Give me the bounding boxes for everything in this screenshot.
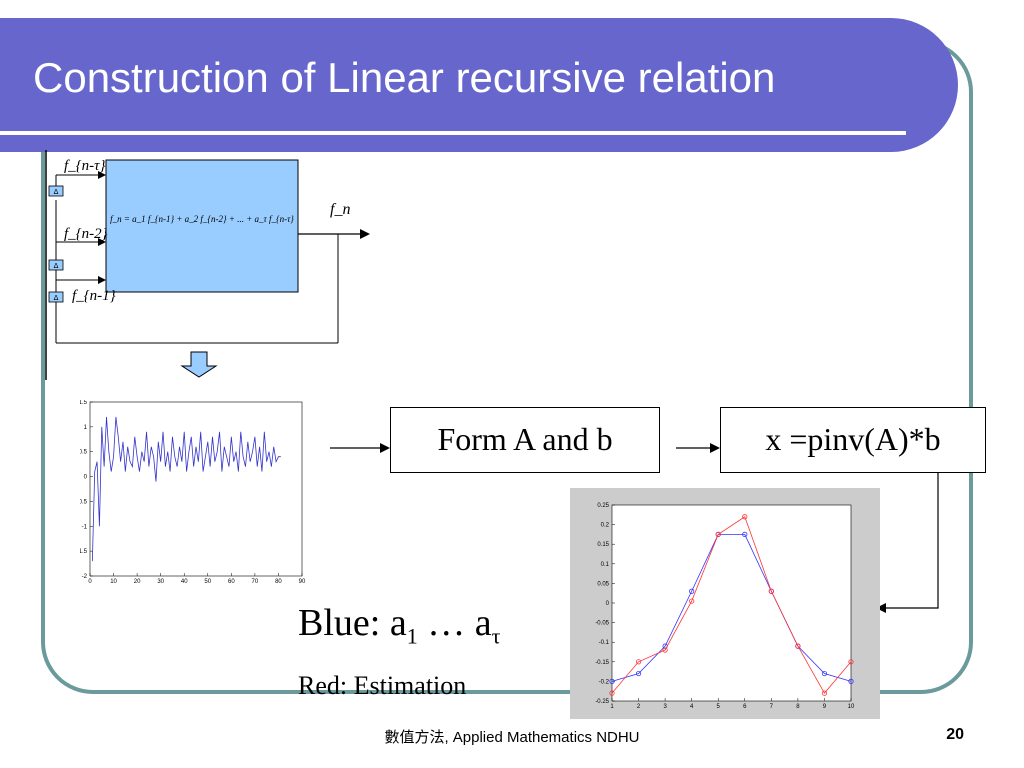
delay-label: Δ [54,294,59,302]
data-point [848,659,854,665]
legend-red: Red: Estimation [298,671,467,700]
x-tick-label: 90 [299,579,306,585]
input-arrowhead [98,276,106,284]
signal-chart: 0 10 20 30 40 50 60 70 80 90 -2 -1.5 -1 -0.5 0 0.5 1 1.5 [77,400,306,585]
slide-title: Construction of Linear recursive relatio… [33,54,776,101]
delay-label: Δ [54,262,59,270]
output-arrowhead [360,229,370,239]
input-label-n-2: f_{n-2} [64,226,108,242]
data-point [742,514,748,520]
plot-area [89,401,303,577]
delay-box [48,259,64,271]
y-tick-label: 1.5 [80,400,88,406]
title-bar [0,18,958,152]
data-point [635,670,642,677]
flow-arrowhead-2 [710,443,720,453]
y-tick-label: -0.2 [599,679,610,685]
data-point [689,598,695,604]
series-line-0 [611,534,852,682]
x-tick-label: 4 [690,704,694,710]
x-tick-label: 5 [717,704,721,710]
y-tick-label: -1 [82,524,88,530]
footer: 數值方法, Applied Mathematics NDHU [384,729,640,746]
x-tick-label: 80 [275,579,282,585]
form-a-b-box: Form A and b [390,407,660,473]
legend-blue-sub2: τ [491,623,501,649]
flow-arrowhead-1 [380,443,390,453]
x-tick-label: 10 [848,704,855,710]
series-line-1 [611,516,852,694]
data-point [795,643,801,649]
flow-arrow-3 [882,473,939,609]
estimation-chart-panel: 1 2 3 4 5 6 7 8 9 10 -0.25 -0.2 -0.15 -0.1 -0.05 0 0.05 0… [570,488,880,719]
y-tick-label: 1 [84,425,88,431]
y-tick-label: 0.25 [597,503,609,509]
signal-chart-panel: 0 10 20 30 40 50 60 70 80 90 -2 -1.5 -1 -0.5 0 0.5 1 1.5 [77,400,306,588]
y-tick-label: -0.25 [595,699,609,705]
recursion-formula: f_n = a_1 f_{n-1} + a_2 f_{n-2} + ... + … [110,214,294,224]
output-label: f_n [330,201,350,218]
data-point [635,659,642,665]
x-tick-label: 30 [157,579,164,585]
x-tick-label: 1 [610,704,614,710]
data-point [689,588,695,594]
estimation-chart: 1 2 3 4 5 6 7 8 9 10 -0.25 -0.2 -0.15 -0.1 -0.05 0 0.05 0… [595,503,855,710]
data-point [821,670,828,677]
x-tick-label: 60 [228,579,235,585]
x-tick-label: 50 [204,579,211,585]
x-tick-label: 6 [743,704,747,710]
legend-blue-dots: … a [417,602,492,644]
data-point [609,678,615,684]
x-tick-label: 10 [110,579,117,585]
x-tick-label: 9 [823,704,827,710]
data-point [768,588,774,594]
y-tick-label: 0 [606,601,610,607]
recursion-block [105,159,299,293]
y-tick-label: -0.5 [80,499,88,505]
legend-blue-sub1: 1 [406,623,418,649]
flow-arrowhead-3 [876,603,886,613]
page-number: 20 [946,726,964,743]
data-point [609,690,615,696]
y-tick-label: 0.05 [597,581,609,587]
data-point [848,678,854,684]
x-tick-label: 40 [181,579,188,585]
input-arrowhead [98,171,106,179]
y-tick-label: -2 [82,574,88,580]
data-point [715,531,721,538]
y-tick-label: -0.05 [595,621,609,627]
x-tick-label: 7 [770,704,774,710]
down-arrow [180,351,218,378]
x-tick-label: 70 [252,579,259,585]
series-line-0 [91,416,281,562]
y-tick-label: -1.5 [80,549,88,555]
delay-box [48,291,64,303]
y-tick-label: -0.1 [599,640,610,646]
legend-blue-prefix: Blue: a [298,602,407,644]
x-tick-label: 3 [663,704,667,710]
y-tick-label: 0 [84,475,88,481]
data-point [821,690,828,696]
x-tick-label: 20 [134,579,141,585]
delay-label: Δ [54,188,59,196]
y-tick-label: 0.15 [597,542,609,548]
pinv-box: x =pinv(A)*b [720,407,986,473]
x-tick-label: 0 [88,579,92,585]
input-arrowhead [98,238,106,246]
data-point [662,647,668,653]
input-label-n-tau: f_{n-τ} [64,158,106,174]
y-tick-label: 0.2 [601,523,610,529]
data-point [742,531,748,538]
plot-area [611,504,852,702]
title-rule [0,131,906,135]
x-tick-label: 2 [637,704,641,710]
y-tick-label: 0.1 [601,562,610,568]
x-tick-label: 8 [796,704,800,710]
input-label-n-1: f_{n-1} [72,288,116,304]
legend-blue: Blue: a1 … aτ [298,601,500,650]
y-tick-label: -0.15 [595,660,609,666]
y-tick-label: 0.5 [80,450,88,456]
